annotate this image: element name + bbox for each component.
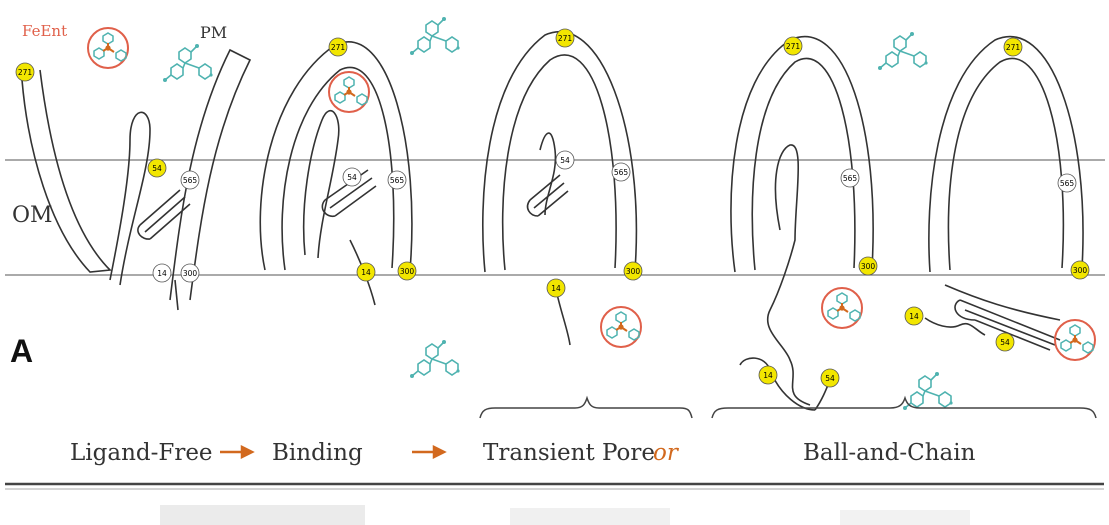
panel-binding <box>259 41 413 306</box>
svg-text:565: 565 <box>390 176 405 185</box>
svg-text:271: 271 <box>558 34 573 43</box>
svg-text:54: 54 <box>1000 338 1010 347</box>
cropped-panel-fragment <box>840 510 970 525</box>
svg-text:300: 300 <box>183 269 198 278</box>
fe-ent-ligand-plug <box>1054 319 1096 361</box>
fe-ent-ligand-bound <box>328 71 370 113</box>
svg-text:300: 300 <box>626 267 641 276</box>
panel-ball-and-chain-ejected <box>924 35 1084 351</box>
fe-ent-ligand-released <box>600 306 642 348</box>
legend-binding: Binding <box>272 440 363 466</box>
legend-transient-pore: Transient Pore <box>483 440 655 466</box>
legend-row: Ligand-Free Binding Transient Pore or Ba… <box>70 440 976 466</box>
enterobactin-2 <box>409 16 461 56</box>
legend-ligand-free: Ligand-Free <box>70 440 213 466</box>
svg-text:271: 271 <box>786 42 801 51</box>
panel-ball-and-chain-open <box>730 35 874 411</box>
residue-300: 300 300 300 300 300 <box>180 256 1090 283</box>
residue-54: 54 54 54 54 54 <box>147 150 1015 388</box>
panel-transient-pore <box>482 30 638 346</box>
cropped-panel-fragment <box>160 505 365 525</box>
svg-text:300: 300 <box>1073 266 1088 275</box>
cropped-panel-fragment <box>510 508 670 525</box>
enterobactin-5 <box>902 371 954 411</box>
residue-565: 565 565 565 565 565 <box>180 162 1077 193</box>
svg-text:565: 565 <box>183 176 198 185</box>
arrow-icon <box>412 444 447 460</box>
fe-ent-ligand-free <box>87 27 129 69</box>
svg-text:14: 14 <box>763 371 773 380</box>
svg-text:14: 14 <box>361 268 371 277</box>
stage-brackets <box>479 395 1097 419</box>
legend-or: or <box>653 440 680 466</box>
residue-271: 271 271 271 271 271 <box>15 28 1023 82</box>
enterobactin-1 <box>162 43 214 83</box>
svg-text:54: 54 <box>560 156 570 165</box>
svg-text:271: 271 <box>1006 43 1021 52</box>
residue-markers: 271 271 271 271 271 54 54 54 54 54 565 <box>15 28 1090 388</box>
residue-14: 14 14 14 14 14 <box>152 262 924 385</box>
panel-letter: A <box>10 333 33 369</box>
svg-text:54: 54 <box>152 164 162 173</box>
outer-membrane-lines <box>5 159 1105 276</box>
svg-text:271: 271 <box>18 68 33 77</box>
svg-text:14: 14 <box>551 284 561 293</box>
svg-text:14: 14 <box>909 312 919 321</box>
svg-text:300: 300 <box>400 267 415 276</box>
svg-text:300: 300 <box>861 262 876 271</box>
svg-text:54: 54 <box>347 173 357 182</box>
fe-ent-label: FeEnt <box>22 22 67 40</box>
fe-ent-ligand-channel <box>821 287 863 329</box>
legend-ball-and-chain: Ball-and-Chain <box>803 440 976 466</box>
svg-text:14: 14 <box>157 269 167 278</box>
enterobactin-4 <box>877 31 929 71</box>
svg-text:565: 565 <box>843 174 858 183</box>
svg-text:271: 271 <box>331 43 346 52</box>
arrow-icon <box>220 444 255 460</box>
svg-text:565: 565 <box>614 168 629 177</box>
enterobactin-3 <box>409 339 461 379</box>
pm-label: PM <box>200 23 227 42</box>
svg-text:565: 565 <box>1060 179 1075 188</box>
svg-text:54: 54 <box>825 374 835 383</box>
panel-ligand-free <box>21 48 252 311</box>
om-label: OM <box>12 203 53 228</box>
